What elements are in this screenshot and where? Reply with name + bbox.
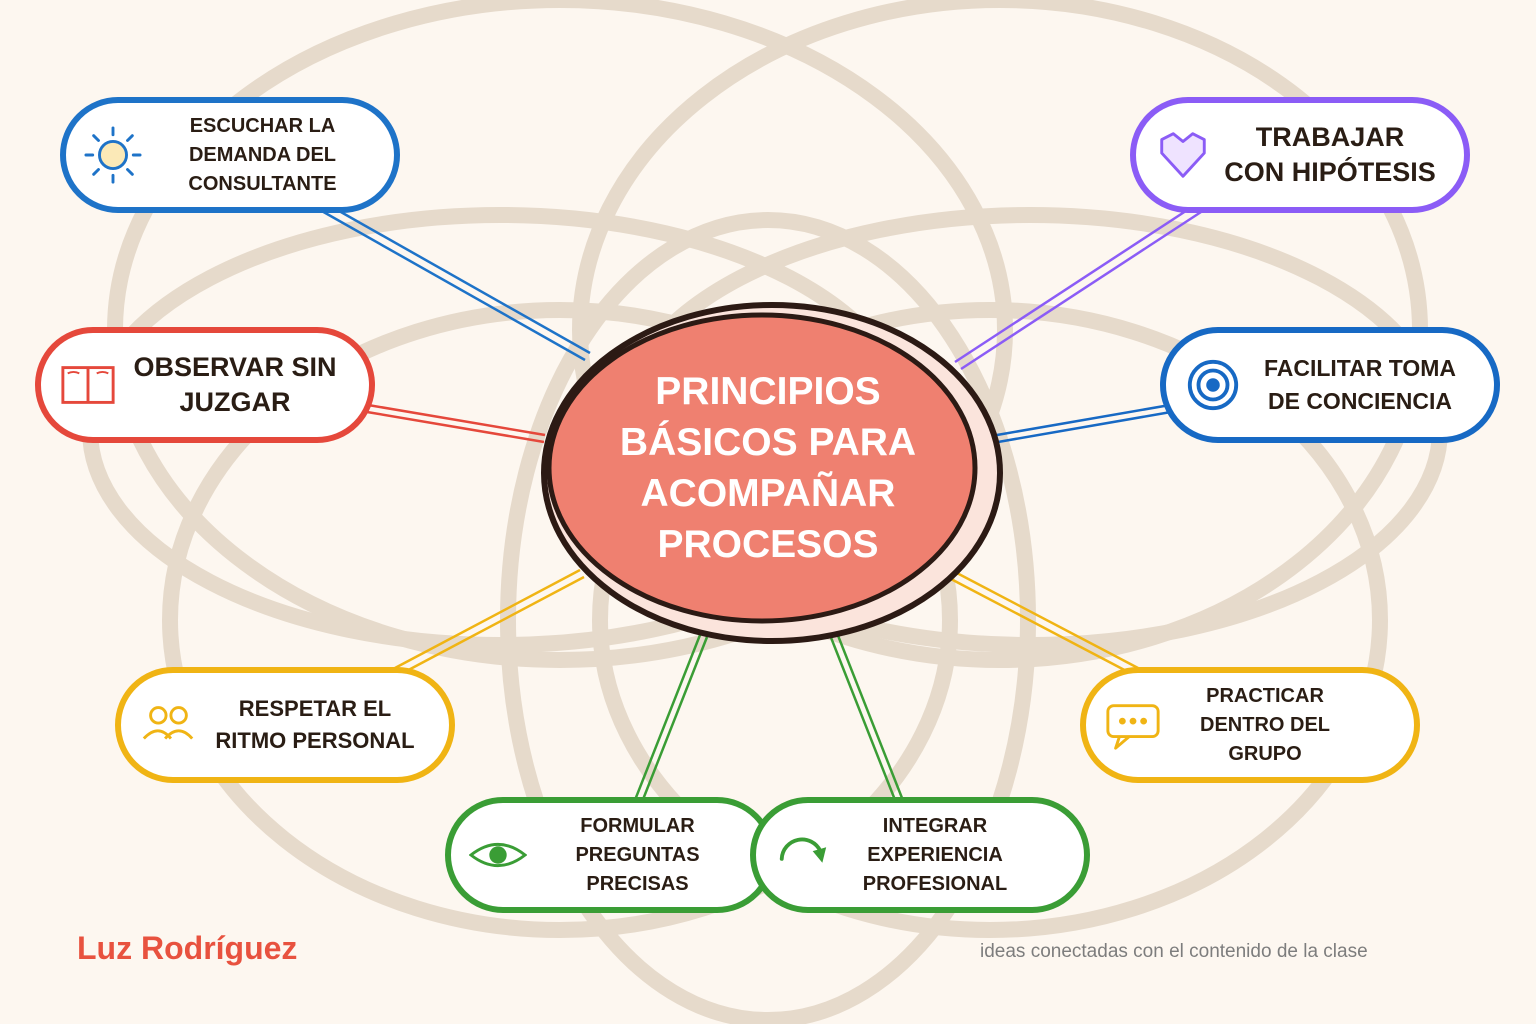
center-node <box>541 302 1003 644</box>
people-icon <box>142 706 194 740</box>
background-ellipse <box>162 302 958 938</box>
connector-formular <box>633 634 709 803</box>
chat-bubble-icon <box>1106 704 1160 750</box>
node-integrar[interactable]: INTEGRAR EXPERIENCIA PROFESIONAL <box>750 797 1090 913</box>
background-ellipse <box>592 302 1388 938</box>
connector-trabajar <box>954 203 1202 371</box>
node-respetar[interactable]: RESPETAR EL RITMO PERSONAL <box>115 667 455 783</box>
eye-icon <box>469 842 527 868</box>
author-name: Luz Rodríguez <box>77 930 298 966</box>
node-facilitar-label: FACILITAR TOMA DE CONCIENCIA <box>1263 355 1457 414</box>
node-facilitar[interactable]: FACILITAR TOMA DE CONCIENCIA <box>1160 327 1500 443</box>
connector-practicar <box>950 570 1139 677</box>
connector-escuchar <box>319 201 591 362</box>
center-node-ellipse <box>546 312 978 624</box>
node-observar-label: OBSERVAR SIN JUZGAR <box>133 352 337 417</box>
node-trabajar-label: TRABAJAR CON HIPÓTESIS <box>1224 122 1436 187</box>
connector-observar <box>366 403 546 444</box>
node-escuchar-label: ESCUCHAR LA DEMANDA DEL CONSULTANTE <box>188 114 337 195</box>
footer-note: ideas conectadas con el contenido de la … <box>980 941 1368 962</box>
node-observar[interactable]: OBSERVAR SIN JUZGAR <box>35 327 375 443</box>
node-formular[interactable]: FORMULAR PREGUNTAS PRECISAS <box>445 797 775 913</box>
node-trabajar[interactable]: TRABAJAR CON HIPÓTESIS <box>1130 97 1470 213</box>
book-icon <box>61 366 115 404</box>
node-practicar-label: PRACTICAR DENTRO DEL GRUPO <box>1200 684 1330 765</box>
center-title: PRINCIPIOS BÁSICOS PARA ACOMPAÑAR PROCES… <box>619 369 917 566</box>
refresh-arrow-icon <box>779 837 827 863</box>
node-escuchar[interactable]: ESCUCHAR LA DEMANDA DEL CONSULTANTE <box>60 97 400 213</box>
node-respetar-label: RESPETAR EL RITMO PERSONAL <box>215 696 415 753</box>
node-formular-label: FORMULAR PREGUNTAS PRECISAS <box>575 814 700 895</box>
connectors <box>319 201 1202 803</box>
heart-icon <box>1160 132 1206 178</box>
node-practicar[interactable]: PRACTICAR DENTRO DEL GRUPO <box>1080 667 1420 783</box>
target-icon <box>1187 359 1239 411</box>
connector-facilitar <box>996 403 1172 444</box>
connector-respetar <box>394 568 585 677</box>
node-integrar-label: INTEGRAR EXPERIENCIA PROFESIONAL <box>862 814 1008 895</box>
sun-icon <box>84 126 142 184</box>
connector-integrar <box>828 632 904 801</box>
